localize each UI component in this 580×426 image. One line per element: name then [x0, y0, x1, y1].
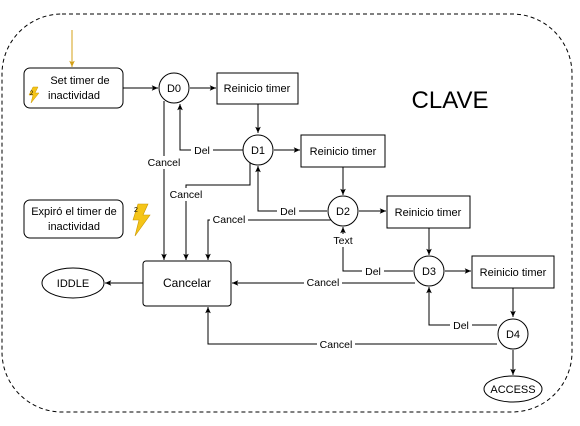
edge-label-d4-del: Del — [450, 319, 472, 332]
edge-d1-d0-del — [177, 104, 243, 151]
svg-text:2: 2 — [30, 91, 34, 97]
svg-text:Del: Del — [453, 320, 469, 332]
clave-frame — [1, 13, 573, 413]
node-reinicio-timer-4: Reinicio timer — [471, 255, 555, 289]
edge-d3-d2-del — [340, 227, 413, 272]
svg-text:Cancel: Cancel — [320, 339, 353, 351]
svg-text:Reinicio timer: Reinicio timer — [224, 83, 291, 95]
svg-text:Reinicio timer: Reinicio timer — [310, 146, 377, 158]
lightning-icon: 2 — [28, 86, 40, 104]
diagram-title: CLAVE — [412, 87, 489, 114]
edge-d4-cancelar — [205, 307, 497, 345]
node-reinicio-timer-2: Reinicio timer — [300, 134, 386, 168]
svg-text:Del: Del — [365, 266, 381, 278]
node-set-timer: Set timer de inactividad 2 — [23, 67, 124, 109]
svg-text:D3: D3 — [422, 266, 436, 278]
edge-label-d1-cancel: Cancel — [167, 188, 205, 201]
svg-text:Cancel: Cancel — [307, 277, 340, 289]
node-d4: D4 — [497, 318, 529, 350]
svg-text:Del: Del — [280, 206, 296, 218]
svg-text:ACCESS: ACCESS — [490, 384, 535, 396]
svg-text:D0: D0 — [167, 83, 181, 95]
svg-text:Cancel: Cancel — [170, 189, 203, 201]
edge-label-d2-cancel: Cancel — [210, 213, 248, 226]
edge-d2-cancelar — [205, 219, 331, 260]
node-d1: D1 — [242, 134, 274, 166]
edge-label-d3-del: Del — [362, 265, 384, 278]
edge-d2-d1-del — [255, 166, 327, 212]
svg-text:Cancel: Cancel — [213, 214, 246, 226]
edge-label-d1-del: Del — [191, 144, 213, 157]
node-d0: D0 — [158, 72, 190, 104]
svg-text:D4: D4 — [506, 329, 520, 341]
svg-text:Reinicio timer: Reinicio timer — [395, 207, 462, 219]
svg-text:D1: D1 — [251, 145, 265, 157]
svg-text:D2: D2 — [336, 206, 350, 218]
lightning-icon: 2 — [132, 203, 151, 237]
svg-text:Del: Del — [194, 145, 210, 157]
svg-text:Cancelar: Cancelar — [163, 276, 211, 290]
edge-d1-cancelar — [183, 163, 251, 260]
edge-label-d0-cancel: Cancel — [145, 156, 183, 169]
node-access: ACCESS — [483, 375, 543, 403]
node-iddle: IDDLE — [41, 267, 105, 299]
edge-label-d3-cancel: Cancel — [304, 276, 342, 289]
node-d3: D3 — [413, 255, 445, 287]
node-cancelar: Cancelar — [142, 260, 232, 307]
edge-label-d3-text: Text — [330, 234, 356, 247]
edge-label-d2-del: Del — [277, 205, 299, 218]
expiro-line2: inactividad — [48, 221, 100, 233]
set-timer-line2: inactividad — [48, 90, 100, 102]
edge-d4-d3-del — [426, 287, 497, 326]
node-expiro-timer: Expiró el timer de inactividad — [23, 199, 124, 239]
node-d2: D2 — [327, 195, 359, 227]
svg-text:Cancel: Cancel — [148, 157, 181, 169]
svg-text:2: 2 — [134, 207, 138, 214]
node-reinicio-timer-1: Reinicio timer — [216, 72, 299, 105]
svg-text:IDDLE: IDDLE — [57, 278, 89, 290]
expiro-line1: Expiró el timer de — [31, 206, 117, 218]
svg-text:Reinicio timer: Reinicio timer — [480, 267, 547, 279]
set-timer-line1: Set timer de — [50, 75, 109, 87]
node-reinicio-timer-3: Reinicio timer — [386, 195, 471, 229]
svg-text:Text: Text — [333, 235, 352, 247]
edge-label-d4-cancel: Cancel — [317, 338, 355, 351]
